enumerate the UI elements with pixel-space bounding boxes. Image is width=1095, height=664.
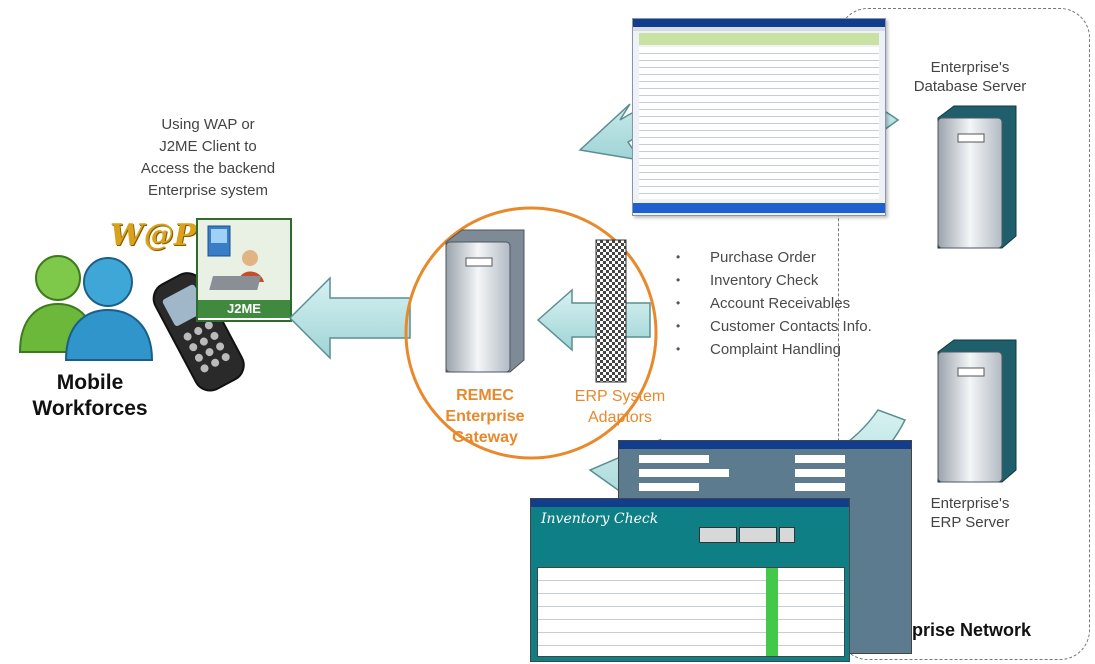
erp-label-line-1: Enterprise's [930, 495, 1010, 512]
caption-line-1: Using WAP or [161, 116, 255, 133]
erp-server-label: Enterprise's ERP Server [890, 494, 1050, 532]
mobile-label-line-2: Workforces [32, 397, 148, 420]
database-server-icon [937, 105, 1017, 249]
erp-label-line-2: ERP Server [930, 514, 1010, 531]
spreadsheet-title-bar [633, 19, 885, 27]
erp-adaptor-bar [595, 239, 627, 383]
inventory-table [537, 567, 845, 657]
gateway-to-mobile-arrow [288, 276, 411, 360]
adaptors-label-line-2: Adaptors [587, 409, 653, 426]
gateway-label-line-1: REMEC [456, 387, 514, 404]
caption-line-4: Enterprise system [147, 182, 269, 199]
j2me-person-icon [198, 220, 290, 300]
wap-logo: W@P [110, 218, 198, 266]
inventory-title-bar [531, 499, 849, 507]
service-item: Account Receivables [672, 292, 872, 315]
caption-line-2: J2ME Client to [159, 138, 257, 155]
service-item: Complaint Handling [672, 338, 872, 361]
gateway-label: REMEC Enterprise Gateway [420, 385, 550, 448]
gateway-label-line-3: Gateway [452, 429, 518, 446]
mobile-workforces-label: Mobile Workforces [20, 370, 160, 422]
j2me-client-box: J2ME [196, 218, 292, 322]
j2me-label: J2ME [198, 300, 290, 318]
db-label-line-2: Database Server [913, 78, 1027, 95]
caption-line-3: Access the backend [140, 160, 276, 177]
people-icon [18, 255, 154, 361]
spreadsheet-taskbar [633, 203, 885, 213]
inventory-check-window: Inventory Check [530, 498, 850, 662]
spreadsheet-chart-strip [639, 33, 879, 45]
services-list: Purchase Order Inventory Check Account R… [672, 246, 872, 361]
database-spreadsheet-window [632, 18, 886, 216]
db-label-line-1: Enterprise's [930, 59, 1010, 76]
gateway-circle [404, 206, 658, 460]
database-server-label: Enterprise's Database Server [890, 58, 1050, 96]
inventory-window-heading: Inventory Check [541, 511, 659, 527]
erp-form-title-bar [619, 441, 911, 449]
adaptor-to-gateway-arrow [536, 288, 651, 352]
spreadsheet-grid [639, 47, 879, 199]
adaptors-label-line-1: ERP System [574, 388, 666, 405]
gateway-server-icon [445, 229, 525, 373]
mobile-label-line-1: Mobile [56, 371, 124, 394]
wap-logo-text: W@P [110, 218, 197, 253]
gateway-label-line-2: Enterprise [445, 408, 525, 425]
mobile-phone-icon [152, 272, 245, 392]
erp-adaptors-label: ERP System Adaptors [555, 386, 685, 428]
service-item: Customer Contacts Info. [672, 315, 872, 338]
erp-server-icon [937, 339, 1017, 483]
client-access-caption: Using WAP or J2ME Client to Access the b… [108, 114, 308, 202]
service-item: Inventory Check [672, 269, 872, 292]
service-item: Purchase Order [672, 246, 872, 269]
